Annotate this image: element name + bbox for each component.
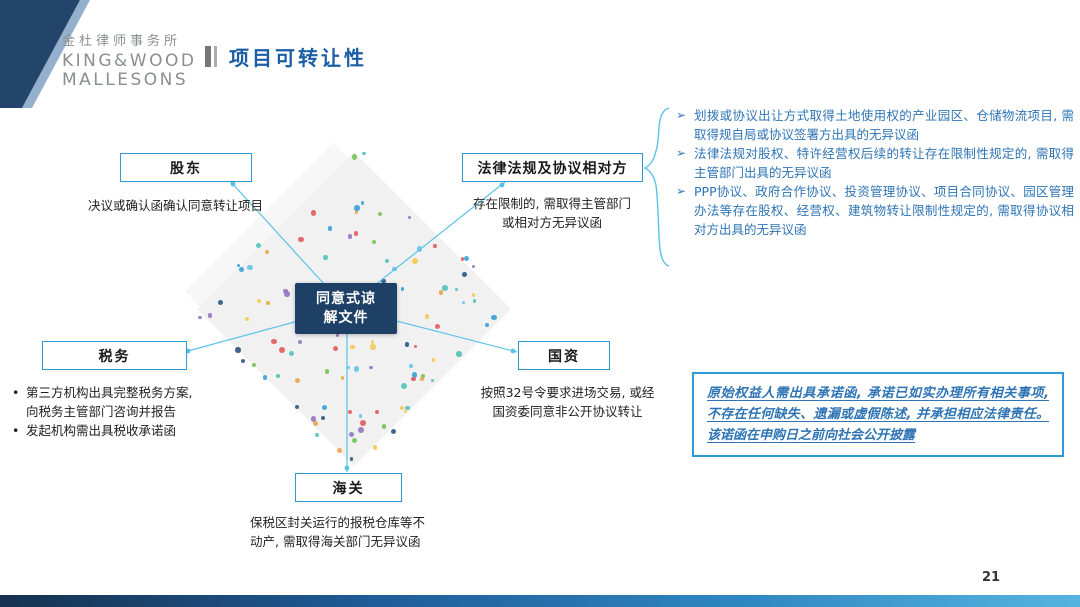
logo-english-line2: MALLESONS xyxy=(62,70,189,90)
title-accent-bar-thin-icon xyxy=(214,46,217,67)
logo-english-line1: KING&WOOD xyxy=(62,51,197,71)
corner-ribbon xyxy=(0,0,90,108)
logo-chinese-name: 金杜律师事务所 xyxy=(62,34,182,49)
commitment-box: 原始权益人需出具承诺函, 承诺已如实办理所有相关事项, 不存在任何缺失、遗漏或虚… xyxy=(692,372,1064,457)
customs-description: 保税区封关运行的报税仓库等不 动产, 需取得海关部门无异议函 xyxy=(250,515,426,549)
right-panel-item: ➢ PPP协议、政府合作协议、投资管理协议、项目合同协议、园区管理办法等存在股权… xyxy=(676,182,1074,239)
shareholder-description: 决议或确认函确认同意转让项目 xyxy=(88,198,264,213)
node-legal-label: 法律法规及协议相对方 xyxy=(477,160,628,177)
tax-description-text-1: 第三方机构出具完整税务方案, 向税务主管部门咨询并报告 xyxy=(26,385,193,419)
node-tax-label: 税务 xyxy=(98,348,131,365)
arrow-bullet-icon: ➢ xyxy=(676,108,687,122)
bottom-gradient-bar xyxy=(0,595,1080,607)
right-panel-item: ➢ 法律法规对股权、特许经营权后续的转让存在限制性规定的, 需取得主管部门出具的… xyxy=(676,144,1074,182)
node-tax: 税务 xyxy=(42,341,187,370)
right-bullet-panel: ➢ 划拨或协议出让方式取得土地使用权的产业园区、仓储物流项目, 需取得规自局或协… xyxy=(676,106,1074,239)
state-assets-description: 按照32号令要求进场交易, 或经 国资委同意非公开协议转让 xyxy=(480,385,655,419)
bullet-dot-icon: • xyxy=(12,423,20,438)
arrow-bullet-icon: ➢ xyxy=(676,146,687,160)
page-title: 项目可转让性 xyxy=(229,46,367,70)
title-accent-bar-icon xyxy=(205,46,211,67)
firm-logo: 金杜律师事务所 KING&WOOD MALLESONS xyxy=(62,30,196,90)
arrow-bullet-icon: ➢ xyxy=(676,184,687,198)
commitment-text: 原始权益人需出具承诺函, 承诺已如实办理所有相关事项, 不存在任何缺失、遗漏或虚… xyxy=(707,386,1049,443)
title-row: 项目可转让性 xyxy=(205,42,367,71)
right-panel-item: ➢ 划拨或协议出让方式取得土地使用权的产业园区、仓储物流项目, 需取得规自局或协… xyxy=(676,106,1074,144)
node-shareholder: 股东 xyxy=(120,153,252,182)
node-legal-counterparty: 法律法规及协议相对方 xyxy=(462,153,643,182)
right-panel-text-2: 法律法规对股权、特许经营权后续的转让存在限制性规定的, 需取得主管部门出具的无异… xyxy=(694,146,1074,180)
right-panel-text-3: PPP协议、政府合作协议、投资管理协议、项目合同协议、园区管理办法等存在股权、经… xyxy=(694,184,1074,237)
tax-description-list: • 第三方机构出具完整税务方案, 向税务主管部门咨询并报告 • 发起机构需出具税… xyxy=(12,383,230,440)
center-consent-box: 同意式谅 解文件 xyxy=(295,283,397,334)
node-shareholder-label: 股东 xyxy=(170,160,202,177)
tax-description-item: • 第三方机构出具完整税务方案, 向税务主管部门咨询并报告 xyxy=(12,383,230,421)
bullet-dot-icon: • xyxy=(12,385,20,400)
tax-description-text-2: 发起机构需出具税收承诺函 xyxy=(26,423,177,438)
node-state-assets-label: 国资 xyxy=(548,348,580,365)
tax-description-item: • 发起机构需出具税收承诺函 xyxy=(12,421,230,440)
node-customs-label: 海关 xyxy=(332,480,365,497)
node-state-assets: 国资 xyxy=(518,341,610,370)
page-number: 21 xyxy=(982,570,1001,585)
right-brace-icon xyxy=(643,107,670,267)
node-customs: 海关 xyxy=(295,473,402,502)
legal-description: 存在限制的, 需取得主管部门 或相对方无异议函 xyxy=(473,196,631,230)
right-panel-text-1: 划拨或协议出让方式取得土地使用权的产业园区、仓储物流项目, 需取得规自局或协议签… xyxy=(694,108,1074,142)
